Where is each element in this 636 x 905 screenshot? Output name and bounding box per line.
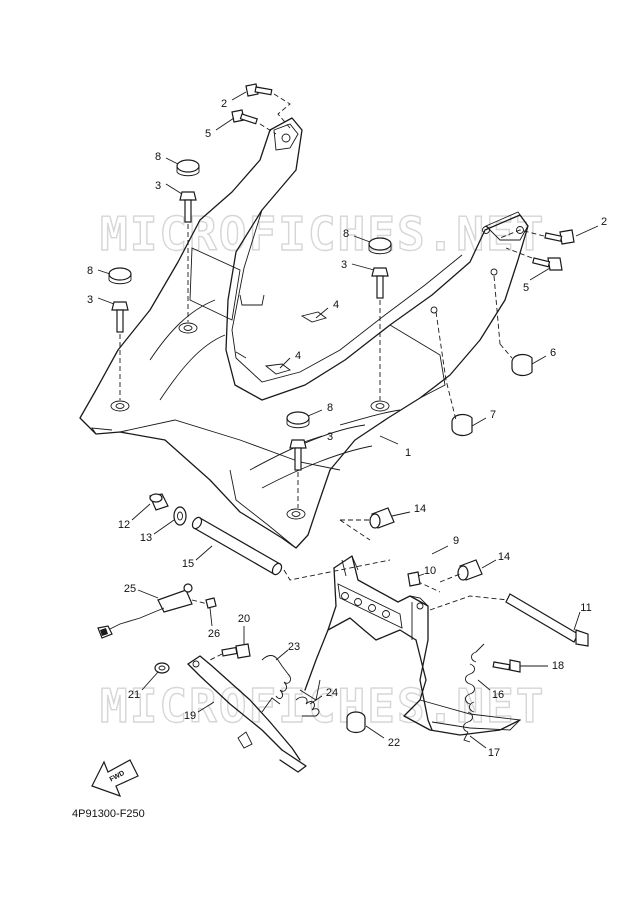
callout-number: 6 <box>550 347 556 359</box>
callout-leader <box>303 435 323 443</box>
callout-leader <box>209 607 213 627</box>
callout-number: 9 <box>453 535 459 547</box>
callout-leader <box>575 225 599 237</box>
callout-leader <box>431 545 449 555</box>
diagram-code: 4P91300-F250 <box>72 808 145 820</box>
callout-number: 8 <box>327 402 333 414</box>
callout-number: 14 <box>414 503 426 515</box>
callout-leader <box>477 679 491 691</box>
collar-washer <box>149 493 187 526</box>
callout-leader <box>351 263 375 271</box>
callout-number: 21 <box>128 689 140 701</box>
pivot-shaft <box>191 516 391 581</box>
callout-leader <box>391 511 411 517</box>
callout-number: 24 <box>326 687 338 699</box>
callout-number: 2 <box>221 98 227 110</box>
callout-leader <box>275 649 289 661</box>
stand-bolt <box>505 593 589 647</box>
top-bolts <box>231 83 291 135</box>
forward-arrow-icon: FWD <box>91 759 139 798</box>
callout-leader <box>417 573 425 577</box>
callout-number: 1 <box>405 447 411 459</box>
callout-number: 16 <box>492 689 504 701</box>
callout-leader <box>307 409 323 417</box>
callout-leader <box>379 435 399 445</box>
small-bolt <box>492 659 521 673</box>
callout-leader <box>165 183 183 195</box>
callout-leader <box>529 267 551 281</box>
callout-number: 3 <box>87 294 93 306</box>
callout-number: 8 <box>343 228 349 240</box>
callout-number: 3 <box>155 180 161 192</box>
callout-number: 2 <box>601 216 607 228</box>
callout-leader <box>531 355 547 365</box>
callout-number: 3 <box>327 431 333 443</box>
bushings <box>369 507 483 593</box>
callout-number: 18 <box>552 660 564 672</box>
callout-number: 15 <box>182 558 194 570</box>
callout-leader <box>309 695 323 705</box>
callout-number: 22 <box>388 737 400 749</box>
bolt-group <box>108 159 392 508</box>
callout-leader <box>197 701 215 713</box>
callout-leader <box>215 117 235 131</box>
stand-springs <box>463 643 485 743</box>
small-bushing <box>407 571 421 587</box>
callout-number: 17 <box>488 747 500 759</box>
callout-number: 4 <box>295 350 301 362</box>
callout-number: 23 <box>288 641 300 653</box>
callout-number: 5 <box>205 128 211 140</box>
callout-leader <box>97 297 115 305</box>
callout-leader <box>153 519 175 535</box>
callout-number: 13 <box>140 532 152 544</box>
footrest-board <box>79 117 529 549</box>
callout-layer: 1223333445567888891011121314141516171819… <box>87 91 607 759</box>
callout-number: 7 <box>490 409 496 421</box>
callout-leader <box>279 357 291 369</box>
callout-number: 25 <box>124 583 136 595</box>
side-stand <box>154 643 320 773</box>
callout-number: 19 <box>184 710 196 722</box>
callout-leader <box>353 235 371 243</box>
watermark-bottom: MICROFICHES.NET <box>100 679 545 733</box>
callout-number: 5 <box>523 282 529 294</box>
callout-number: 14 <box>498 551 510 563</box>
callout-leader <box>141 671 159 691</box>
callout-number: 10 <box>424 565 436 577</box>
callout-leader <box>315 307 329 319</box>
callout-leader <box>365 725 385 739</box>
callout-number: 20 <box>238 613 250 625</box>
stopper-rubber <box>346 711 366 734</box>
callout-leader <box>165 157 179 165</box>
callout-number: 3 <box>341 259 347 271</box>
callout-leader <box>195 545 213 561</box>
watermark-top: MICROFICHES.NET <box>100 207 545 261</box>
callout-leader <box>469 735 487 749</box>
right-bolts <box>435 229 575 437</box>
callout-number: 8 <box>87 265 93 277</box>
callout-number: 26 <box>208 628 220 640</box>
side-stand-switch <box>97 583 217 639</box>
callout-leader <box>481 559 497 569</box>
callout-leader <box>131 503 151 521</box>
callout-leader <box>97 269 111 275</box>
callout-leader <box>137 589 159 599</box>
callout-leader <box>231 91 247 101</box>
callout-number: 12 <box>118 519 130 531</box>
callout-number: 8 <box>155 151 161 163</box>
callout-number: 11 <box>580 602 591 614</box>
callout-leader <box>573 611 581 631</box>
callout-leader <box>471 417 487 427</box>
callout-number: 4 <box>333 299 339 311</box>
